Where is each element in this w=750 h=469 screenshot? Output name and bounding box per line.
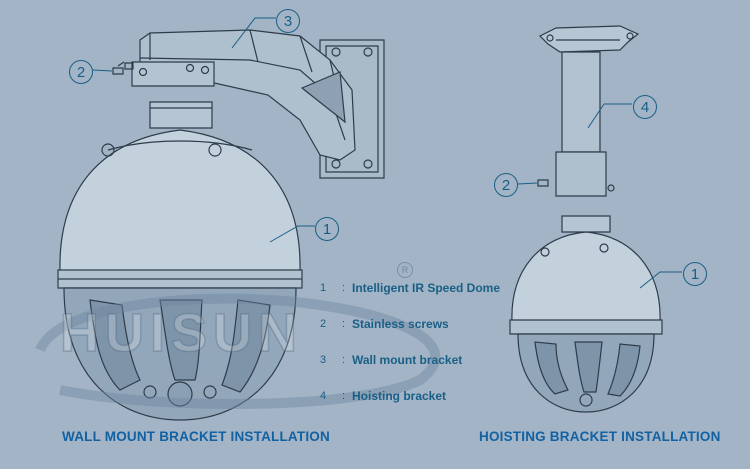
caption-wall-mount: WALL MOUNT BRACKET INSTALLATION [62, 429, 330, 444]
legend-separator: : [342, 282, 346, 294]
wall-screws [112, 61, 134, 75]
legend-item: 4 : Hoisting bracket [320, 384, 520, 408]
legend-number: 3 [320, 354, 327, 366]
legend-number: 4 [320, 390, 327, 402]
watermark-swoosh [35, 293, 441, 409]
callout-wall-screws: 2 [69, 60, 93, 84]
legend-item: 1 : Intelligent IR Speed Dome [320, 276, 520, 300]
callout-hoisting-bracket: 4 [633, 95, 657, 119]
legend-separator: : [342, 390, 346, 402]
hoisting-screws [537, 179, 549, 187]
callout-hoisting-dome: 1 [683, 262, 707, 286]
legend-separator: : [342, 318, 346, 330]
legend-number: 1 [320, 282, 327, 294]
hoisting-bracket [538, 25, 640, 197]
watermark-logo: HUISUN [59, 302, 304, 364]
legend-label: Hoisting bracket [352, 389, 447, 403]
legend-label: Intelligent IR Speed Dome [352, 281, 501, 295]
legend-label: Stainless screws [352, 317, 449, 331]
legend-number: 2 [320, 318, 327, 330]
callout-hoisting-screws: 2 [494, 173, 518, 197]
legend-item: 3 : Wall mount bracket [320, 348, 520, 372]
registered-mark: R [397, 262, 413, 278]
callout-wall-bracket: 3 [276, 9, 300, 33]
legend-separator: : [342, 354, 346, 366]
legend-item: 2 : Stainless screws [320, 312, 520, 336]
parts-legend: 1 : Intelligent IR Speed Dome 2 : Stainl… [320, 276, 520, 420]
wall-mount-bracket [131, 29, 385, 179]
wall-speed-dome [57, 101, 303, 421]
leader-lines [92, 17, 682, 289]
legend-label: Wall mount bracket [352, 353, 463, 367]
hoisting-speed-dome [509, 215, 663, 413]
caption-hoisting: HOISTING BRACKET INSTALLATION [479, 429, 721, 444]
callout-wall-dome: 1 [315, 217, 339, 241]
